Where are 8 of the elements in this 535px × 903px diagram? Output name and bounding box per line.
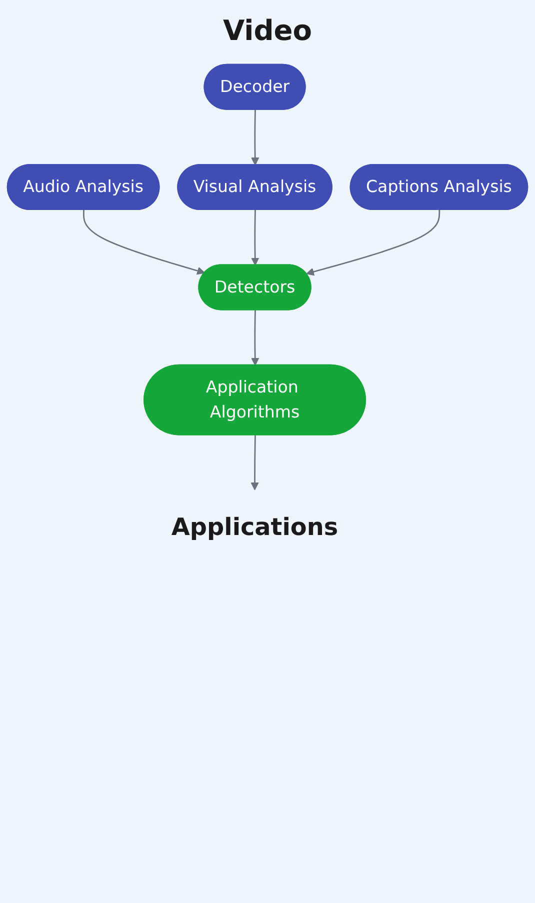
arrow xyxy=(251,210,260,266)
arrow xyxy=(251,310,260,366)
node-text: Applications xyxy=(171,514,338,542)
arrow xyxy=(251,110,260,166)
diagram-title: Video xyxy=(222,14,312,47)
arrow xyxy=(83,210,206,275)
arrow xyxy=(306,210,440,276)
arrow xyxy=(250,435,259,490)
